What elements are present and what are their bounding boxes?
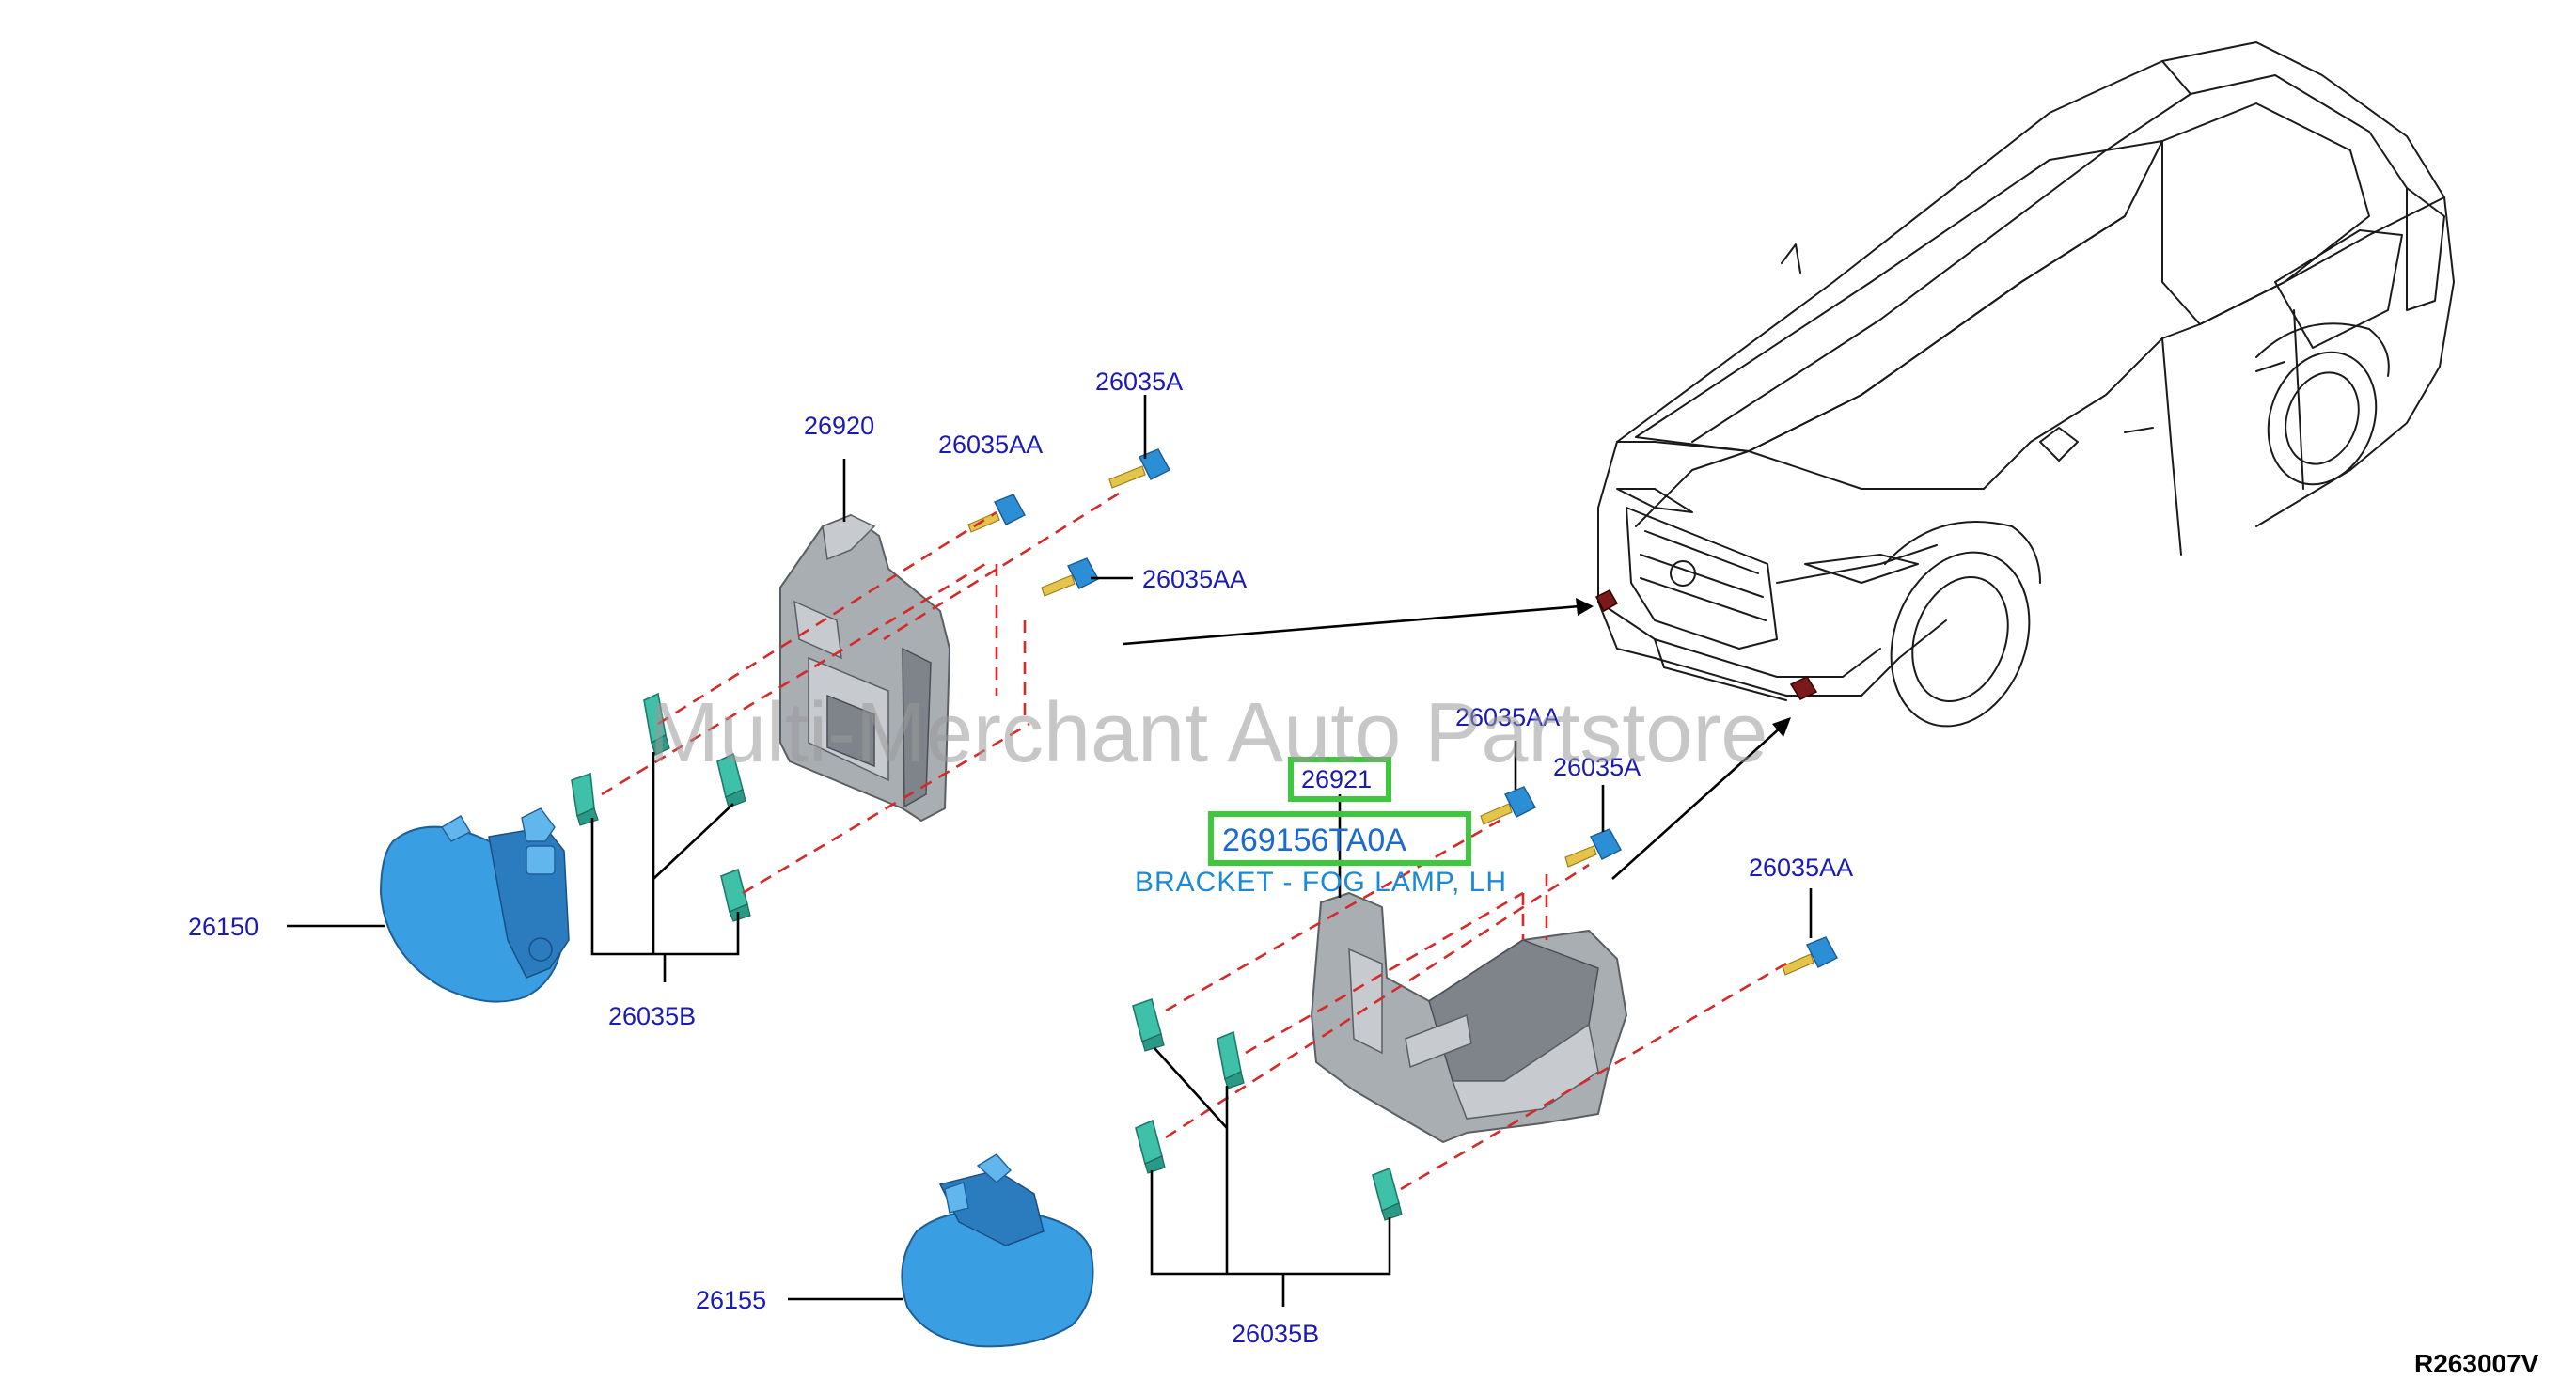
callout-26035aa-upper-right[interactable]: 26035AA (1142, 565, 1247, 593)
dashed-leaders-lower (1165, 816, 1787, 1191)
arrow-to-lh-fog-lamp (1611, 726, 1783, 880)
lamp-26155-illustration (901, 1153, 1094, 1348)
callout-26035aa-lower-mid[interactable]: 26035AA (1455, 703, 1560, 731)
callout-26150[interactable]: 26150 (188, 913, 259, 941)
callout-26035a-upper[interactable]: 26035A (1095, 368, 1183, 396)
leader-lines (287, 395, 1813, 1307)
callout-26155[interactable]: 26155 (696, 1286, 766, 1314)
callout-26035b-upper[interactable]: 26035B (608, 1002, 696, 1030)
highlighted-part: 26921 269156TA0A BRACKET - FOG LAMP, LH (1135, 757, 1507, 898)
highlight-part-number[interactable]: 26921 (1301, 765, 1372, 793)
bracket-26920-illustration (779, 514, 950, 822)
watermark: Multi-Merchant Auto Partstore (649, 686, 1767, 780)
lamp-26150-illustration (379, 807, 570, 1003)
clips-26035b-upper-illustration (571, 692, 751, 922)
callout-26920[interactable]: 26920 (804, 412, 874, 440)
bolts-lower-illustration (1480, 786, 1838, 976)
bolts-upper-illustration (967, 448, 1170, 597)
highlight-box-part-number (1288, 757, 1391, 802)
highlight-box-oem-number (1208, 811, 1471, 866)
callout-26035a-lower[interactable]: 26035A (1553, 753, 1641, 781)
vehicle-illustration (1123, 41, 2455, 880)
highlight-oem-number[interactable]: 269156TA0A (1222, 823, 1406, 858)
arrow-to-rh-fog-lamp (1123, 604, 1580, 646)
callout-26035b-lower[interactable]: 26035B (1232, 1320, 1319, 1348)
callout-26035aa-lower-right[interactable]: 26035AA (1749, 854, 1853, 882)
clips-26035b-lower-illustration (1132, 997, 1403, 1221)
diagram-reference-code: R263007V (2414, 1349, 2539, 1378)
callout-26035aa-upper-left[interactable]: 26035AA (938, 431, 1043, 459)
highlight-description: BRACKET - FOG LAMP, LH (1135, 867, 1507, 898)
dashed-leaders-upper (601, 492, 1120, 895)
bracket-26921-illustration (1311, 892, 1627, 1143)
